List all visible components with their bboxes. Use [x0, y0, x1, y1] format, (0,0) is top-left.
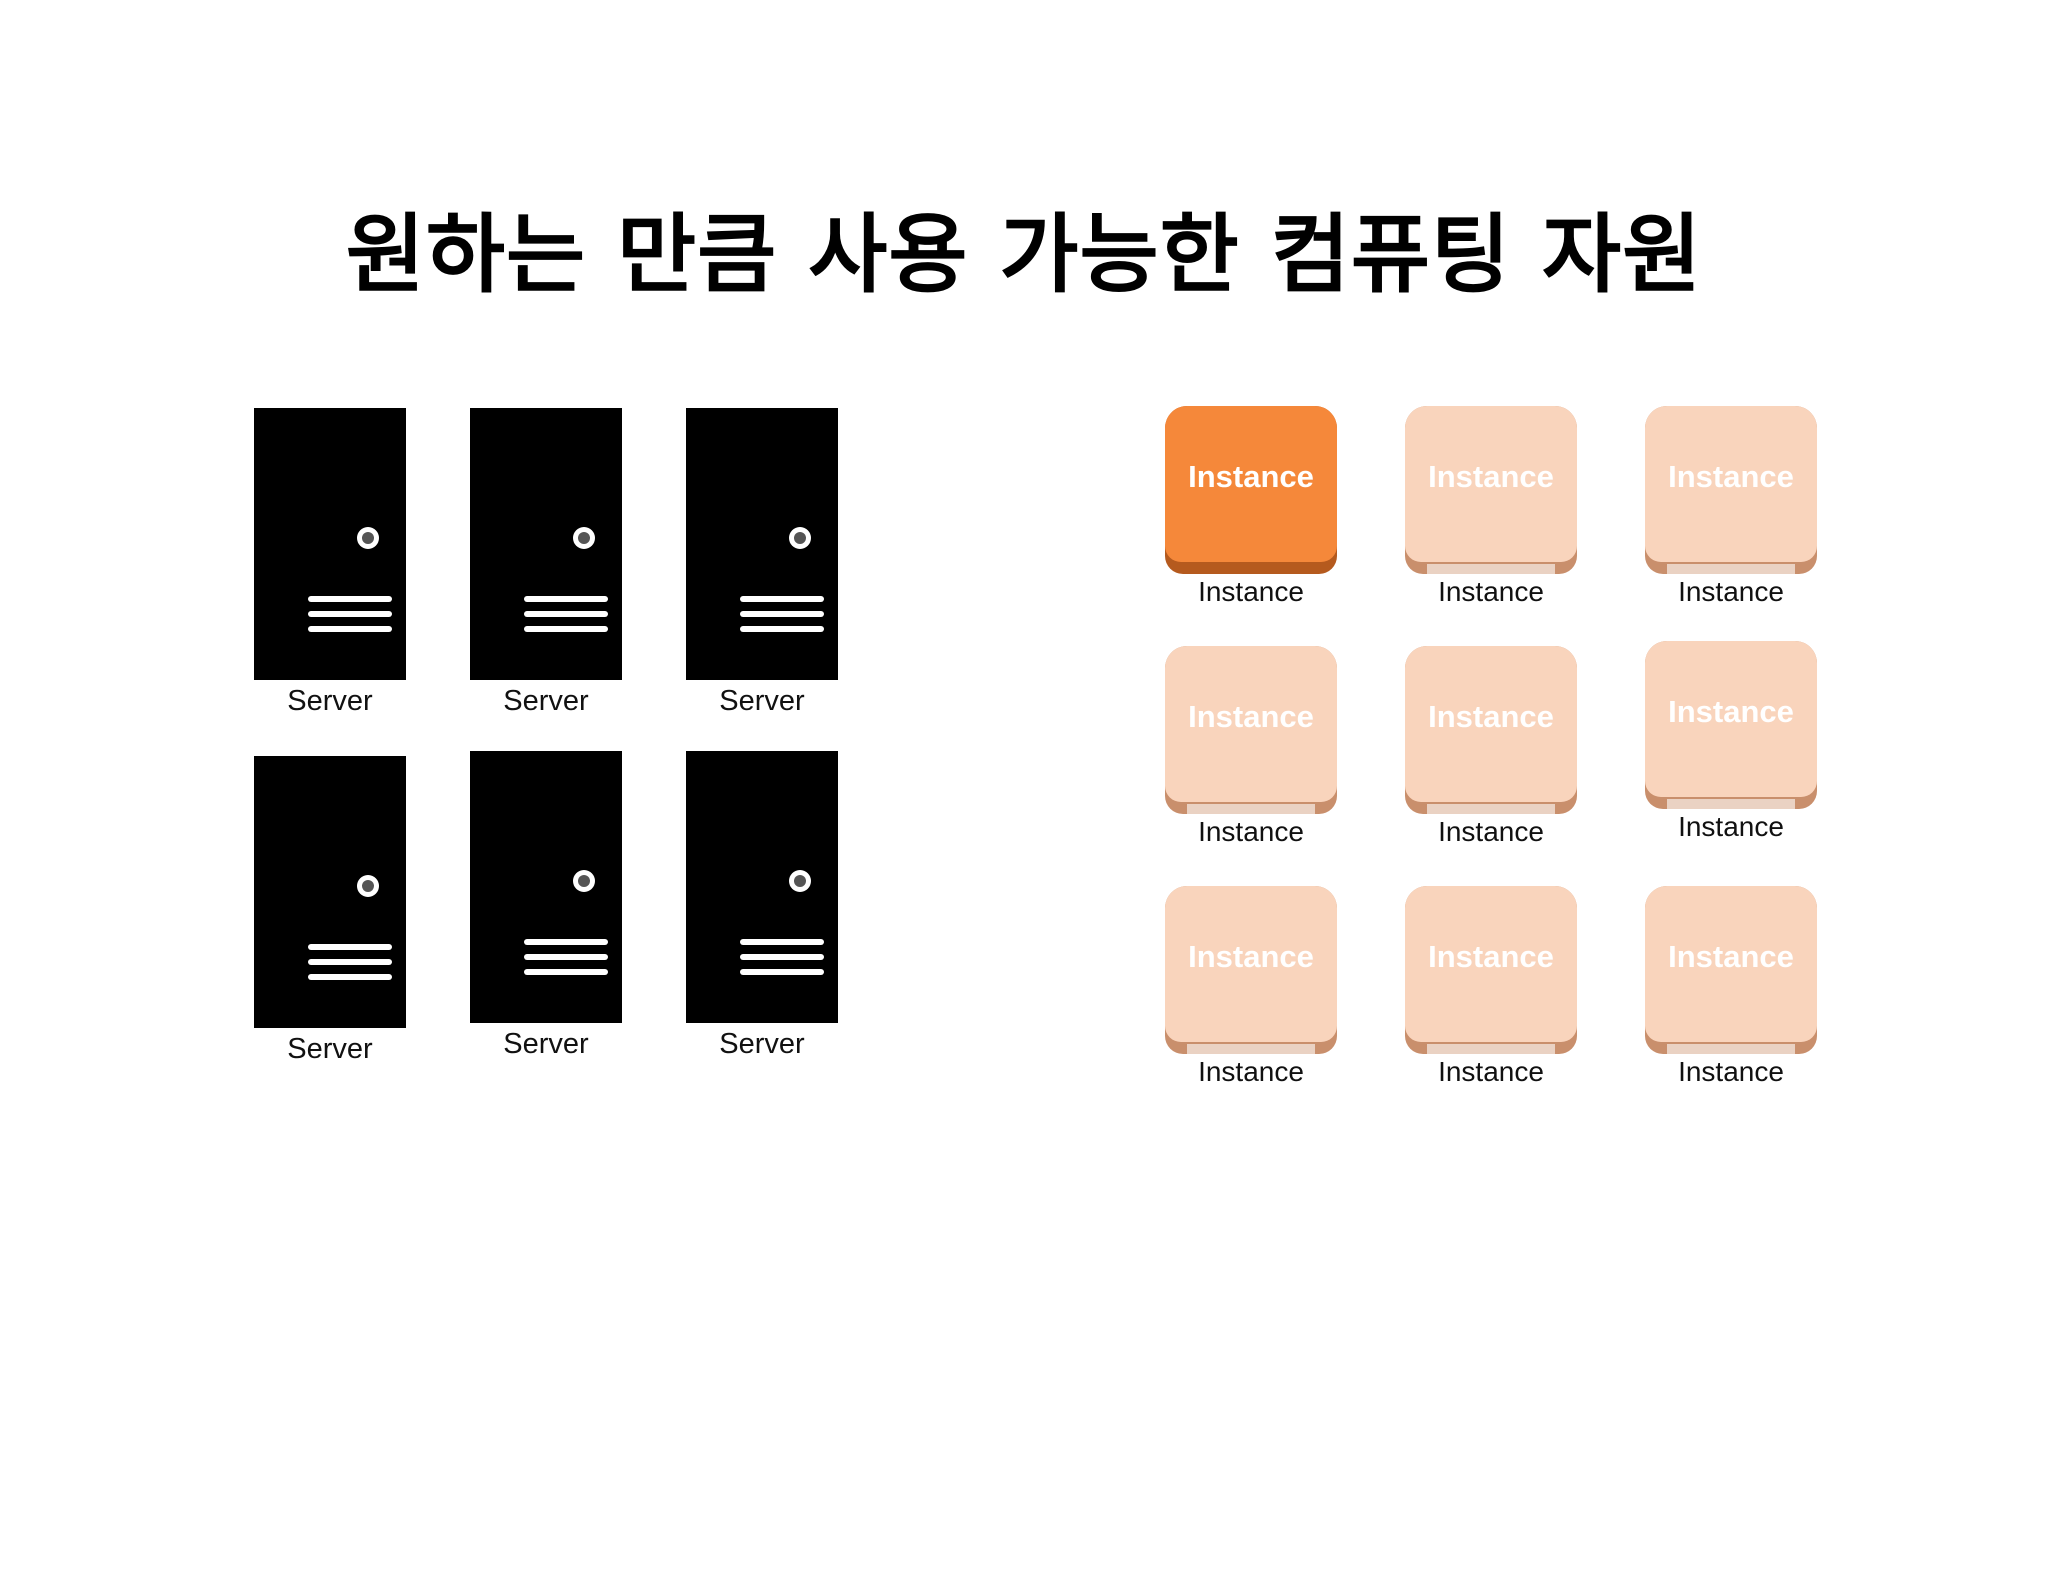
vent-line: [524, 611, 608, 617]
instance-icon-text: Instance: [1668, 694, 1794, 729]
instance-icon: Instance: [1645, 886, 1817, 1054]
instance-icon: Instance: [1165, 886, 1337, 1054]
vent-line: [524, 596, 608, 602]
instance-label: Instance: [1678, 811, 1784, 842]
instance-label: Instance: [1198, 1056, 1304, 1087]
instance-face: Instance: [1645, 886, 1817, 1042]
instance-icon-text: Instance: [1428, 699, 1554, 734]
instance-base: [1427, 804, 1555, 814]
instance-icon: Instance: [1405, 646, 1577, 814]
server-tower-icon: [254, 756, 406, 1028]
vent-line: [524, 969, 608, 975]
instance-base: [1427, 1044, 1555, 1054]
vent-line: [740, 596, 824, 602]
vent-line: [740, 611, 824, 617]
instance-3: Instance Instance: [1645, 406, 1817, 608]
instance-7: Instance Instance: [1165, 886, 1337, 1088]
vent-line: [740, 969, 824, 975]
instance-icon: Instance: [1405, 406, 1577, 574]
instance-base: [1427, 564, 1555, 574]
instance-icon-text: Instance: [1188, 459, 1314, 494]
instance-icon: Instance: [1405, 886, 1577, 1054]
server-label: Server: [719, 1028, 805, 1060]
vent-line: [308, 959, 392, 965]
server-tower-icon: [686, 751, 838, 1023]
power-led-icon: [573, 870, 595, 892]
vent-line: [524, 939, 608, 945]
instance-label: Instance: [1198, 816, 1304, 847]
server-2: Server: [470, 408, 622, 718]
instance-face: Instance: [1645, 641, 1817, 797]
instance-icon-text: Instance: [1428, 459, 1554, 494]
instance-face: Instance: [1405, 646, 1577, 802]
vent-line: [524, 626, 608, 632]
instance-base: [1187, 564, 1315, 574]
instance-face: Instance: [1165, 646, 1337, 802]
instance-label: Instance: [1438, 576, 1544, 607]
server-label: Server: [287, 685, 373, 717]
server-6: Server: [686, 751, 838, 1061]
vent-line: [308, 944, 392, 950]
instance-icon-text: Instance: [1428, 939, 1554, 974]
instance-base: [1667, 799, 1795, 809]
instance-icon-text: Instance: [1188, 699, 1314, 734]
instance-face: Instance: [1165, 406, 1337, 562]
server-label: Server: [719, 685, 805, 717]
server-label: Server: [503, 1028, 589, 1060]
instance-icon: Instance: [1645, 641, 1817, 809]
server-label: Server: [287, 1033, 373, 1065]
vent-line: [308, 611, 392, 617]
instance-label: Instance: [1438, 816, 1544, 847]
instance-icon: Instance: [1645, 406, 1817, 574]
instance-icon: Instance: [1165, 646, 1337, 814]
instance-5: Instance Instance: [1405, 646, 1577, 848]
instance-base: [1187, 804, 1315, 814]
server-tower-icon: [686, 408, 838, 680]
instance-1: Instance Instance: [1165, 406, 1337, 608]
instance-base: [1667, 1044, 1795, 1054]
server-3: Server: [686, 408, 838, 718]
vent-line: [740, 954, 824, 960]
page-title: 원하는 만큼 사용 가능한 컴퓨팅 자원: [345, 205, 1703, 305]
vent-line: [524, 954, 608, 960]
instance-label: Instance: [1198, 576, 1304, 607]
instance-icon: Instance: [1165, 406, 1337, 574]
instance-face: Instance: [1645, 406, 1817, 562]
instance-4: Instance Instance: [1165, 646, 1337, 848]
instance-icon-text: Instance: [1668, 459, 1794, 494]
instance-label: Instance: [1678, 1056, 1784, 1087]
vent-line: [308, 626, 392, 632]
power-led-icon: [357, 875, 379, 897]
instance-9: Instance Instance: [1645, 886, 1817, 1088]
instance-label: Instance: [1438, 1056, 1544, 1087]
instance-icon-text: Instance: [1668, 939, 1794, 974]
instance-face: Instance: [1405, 886, 1577, 1042]
server-1: Server: [254, 408, 406, 718]
instance-8: Instance Instance: [1405, 886, 1577, 1088]
vent-line: [740, 626, 824, 632]
vent-line: [308, 974, 392, 980]
server-tower-icon: [470, 751, 622, 1023]
instance-icon-text: Instance: [1188, 939, 1314, 974]
instance-face: Instance: [1405, 406, 1577, 562]
instance-2: Instance Instance: [1405, 406, 1577, 608]
power-led-icon: [357, 527, 379, 549]
server-label: Server: [503, 685, 589, 717]
server-5: Server: [470, 751, 622, 1061]
server-tower-icon: [470, 408, 622, 680]
instance-label: Instance: [1678, 576, 1784, 607]
instance-base: [1667, 564, 1795, 574]
power-led-icon: [789, 870, 811, 892]
instance-face: Instance: [1165, 886, 1337, 1042]
server-4: Server: [254, 756, 406, 1066]
instance-base: [1187, 1044, 1315, 1054]
vent-line: [308, 596, 392, 602]
server-tower-icon: [254, 408, 406, 680]
power-led-icon: [789, 527, 811, 549]
power-led-icon: [573, 527, 595, 549]
instance-6: Instance Instance: [1645, 641, 1817, 843]
vent-line: [740, 939, 824, 945]
